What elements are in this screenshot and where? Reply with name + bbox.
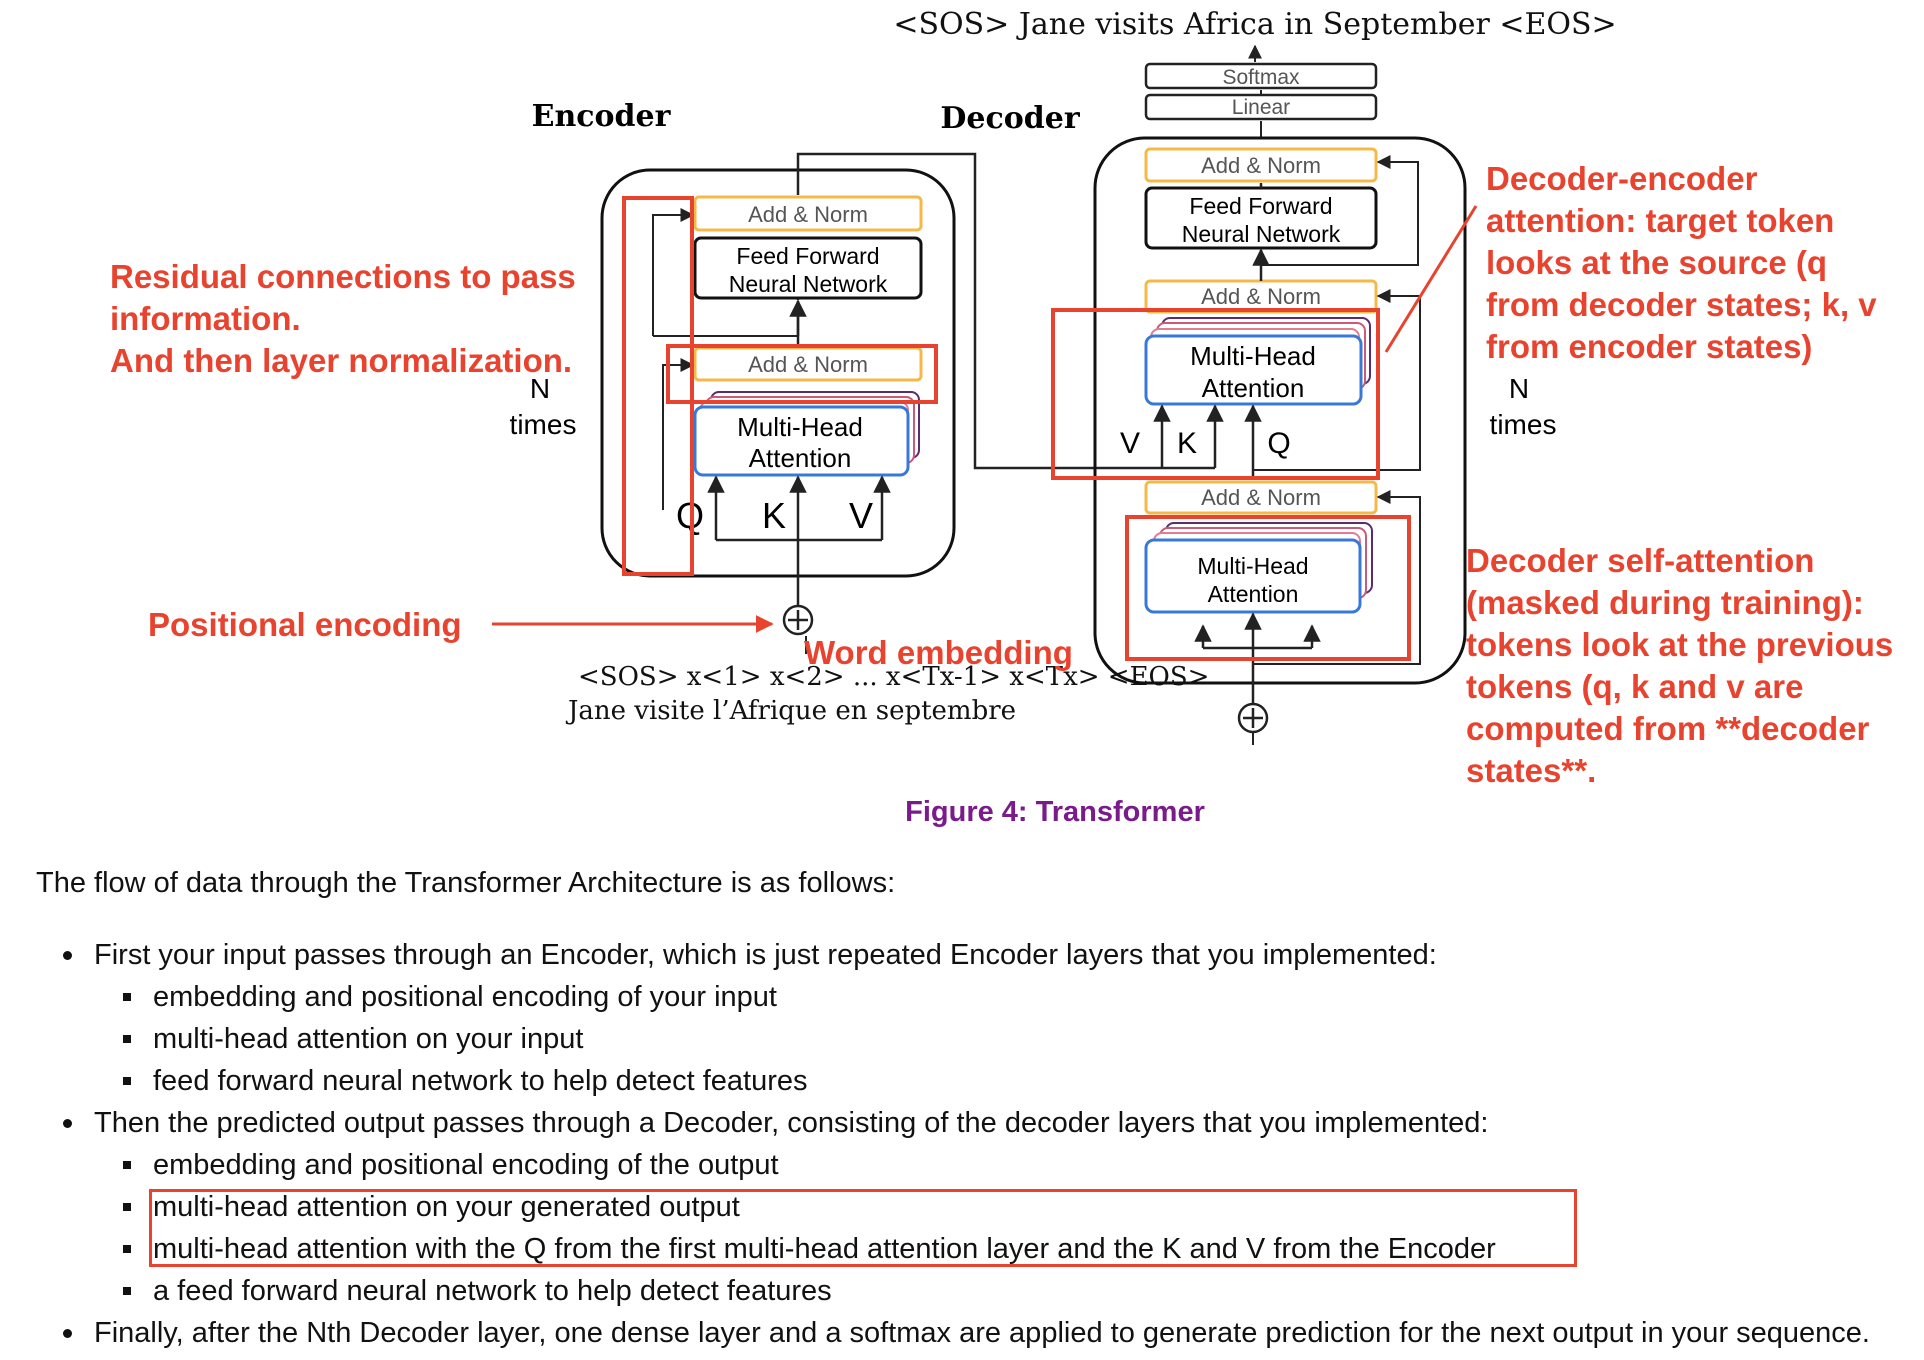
svg-text:Multi-Head: Multi-Head bbox=[1190, 341, 1316, 371]
list-item: Then the predicted output passes through… bbox=[36, 1102, 1870, 1144]
encoder-stack bbox=[600, 168, 956, 578]
dec-enc-annotation-line1: Decoder-encoder bbox=[1486, 160, 1758, 197]
svg-text:Add & Norm: Add & Norm bbox=[1201, 153, 1321, 178]
list-item: multi-head attention on your input bbox=[36, 1018, 1870, 1060]
softmax-box: Softmax bbox=[1144, 62, 1378, 90]
decoder-positional-plus bbox=[1237, 702, 1269, 734]
svg-text:Linear: Linear bbox=[1232, 96, 1290, 119]
dec-self-annotation-line5: computed from **decoder bbox=[1466, 710, 1870, 747]
encoder-positional-plus bbox=[782, 604, 814, 636]
decoder-v-label: V bbox=[1120, 427, 1140, 460]
dec-enc-annotation-line2: attention: target token bbox=[1486, 202, 1834, 239]
decoder-times-label: times bbox=[1490, 409, 1557, 440]
residual-annotation-line2: information. bbox=[110, 300, 301, 337]
encoder-title: Encoder bbox=[532, 99, 672, 134]
dec-self-annotation-line2: (masked during training): bbox=[1466, 584, 1864, 621]
decoder-attention-highlight-box bbox=[149, 1189, 1577, 1267]
cross-attention-highlight-box bbox=[1051, 308, 1380, 480]
decoder-add-norm-low: Add & Norm bbox=[1144, 480, 1378, 515]
svg-text:Neural Network: Neural Network bbox=[1182, 221, 1341, 247]
svg-text:Attention: Attention bbox=[1208, 581, 1299, 607]
description-text: The flow of data through the Transformer… bbox=[36, 862, 1870, 1354]
decoder-k-label: K bbox=[1177, 427, 1197, 460]
residual-annotation-line1: Residual connections to pass bbox=[110, 258, 576, 295]
self-attention-highlight-box bbox=[1125, 515, 1411, 661]
encoder-n-label: N bbox=[530, 373, 550, 404]
input-sentence: Jane visite l’Afrique en septembre bbox=[565, 696, 1016, 726]
svg-text:Multi-Head: Multi-Head bbox=[1197, 553, 1308, 579]
decoder-add-norm-top: Add & Norm bbox=[1144, 147, 1378, 183]
encoder-multi-head-attention: Multi-Head Attention bbox=[693, 391, 920, 477]
word-embedding-annotation: Word embedding bbox=[804, 634, 1073, 671]
encoder-feed-forward: Feed Forward Neural Network bbox=[693, 236, 923, 300]
decoder-title: Decoder bbox=[940, 101, 1080, 136]
svg-text:Feed Forward: Feed Forward bbox=[1189, 193, 1332, 219]
encoder-add-norm-mid: Add & Norm bbox=[693, 346, 923, 382]
encoder-add-norm-top: Add & Norm bbox=[693, 195, 923, 232]
list-item: First your input passes through an Encod… bbox=[36, 934, 1870, 976]
svg-text:Attention: Attention bbox=[749, 443, 852, 473]
svg-text:Feed Forward: Feed Forward bbox=[736, 243, 879, 269]
dec-self-annotation-line1: Decoder self-attention bbox=[1466, 542, 1814, 579]
decoder-self-attention: Multi-Head Attention bbox=[1144, 522, 1373, 614]
list-item: embedding and positional encoding of the… bbox=[36, 1144, 1870, 1186]
svg-text:Add & Norm: Add & Norm bbox=[1201, 284, 1321, 309]
list-item: multi-head attention with the Q from the… bbox=[36, 1228, 1870, 1270]
residual-annotation-line3: And then layer normalization. bbox=[110, 342, 572, 379]
transformer-diagram: <SOS> Jane visits Africa in September <E… bbox=[110, 7, 1893, 789]
positional-annotation: Positional encoding bbox=[148, 606, 462, 643]
svg-text:Attention: Attention bbox=[1202, 373, 1305, 403]
svg-text:Add & Norm: Add & Norm bbox=[748, 352, 868, 377]
decoder-feed-forward: Feed Forward Neural Network bbox=[1144, 186, 1378, 250]
svg-text:Add & Norm: Add & Norm bbox=[748, 202, 868, 227]
decoder-n-label: N bbox=[1509, 373, 1529, 404]
decoder-cross-attention: Multi-Head Attention bbox=[1144, 317, 1371, 406]
svg-text:Add & Norm: Add & Norm bbox=[1201, 485, 1321, 510]
decoder-stack bbox=[1093, 136, 1467, 685]
list-item: feed forward neural network to help dete… bbox=[36, 1060, 1870, 1102]
encoder-k-label: K bbox=[762, 495, 786, 536]
dec-self-annotation-line3: tokens look at the previous bbox=[1466, 626, 1893, 663]
list-item: Finally, after the Nth Decoder layer, on… bbox=[36, 1312, 1870, 1354]
dec-self-annotation-line6: states**. bbox=[1466, 752, 1596, 789]
dec-self-annotation-line4: tokens (q, k and v are bbox=[1466, 668, 1803, 705]
svg-text:Multi-Head: Multi-Head bbox=[737, 412, 863, 442]
add-norm-highlight-box bbox=[666, 344, 938, 404]
output-sentence: <SOS> Jane visits Africa in September <E… bbox=[893, 7, 1616, 42]
svg-text:Neural Network: Neural Network bbox=[729, 271, 888, 297]
residual-highlight-box bbox=[622, 196, 694, 576]
encoder-times-label: times bbox=[510, 409, 577, 440]
list-item: multi-head attention on your generated o… bbox=[36, 1186, 1870, 1228]
dec-enc-annotation-line3: looks at the source (q bbox=[1486, 244, 1827, 281]
list-item: a feed forward neural network to help de… bbox=[36, 1270, 1870, 1312]
input-tokens: <SOS> x<1> x<2> ... x<Tx-1> x<Tx> <EOS> bbox=[578, 662, 1209, 692]
linear-box: Linear bbox=[1144, 93, 1378, 121]
list-item: embedding and positional encoding of you… bbox=[36, 976, 1870, 1018]
svg-text:Softmax: Softmax bbox=[1222, 66, 1300, 89]
dec-enc-annotation-line5: from encoder states) bbox=[1486, 328, 1812, 365]
decoder-q-label: Q bbox=[1267, 427, 1290, 460]
figure-caption: Figure 4: Transformer bbox=[905, 796, 1205, 828]
decoder-add-norm-mid: Add & Norm bbox=[1144, 279, 1378, 314]
intro-paragraph: The flow of data through the Transformer… bbox=[36, 867, 896, 899]
dec-enc-annotation-line4: from decoder states; k, v bbox=[1486, 286, 1877, 323]
flow-list: First your input passes through an Encod… bbox=[36, 934, 1870, 1354]
encoder-v-label: V bbox=[849, 495, 873, 536]
